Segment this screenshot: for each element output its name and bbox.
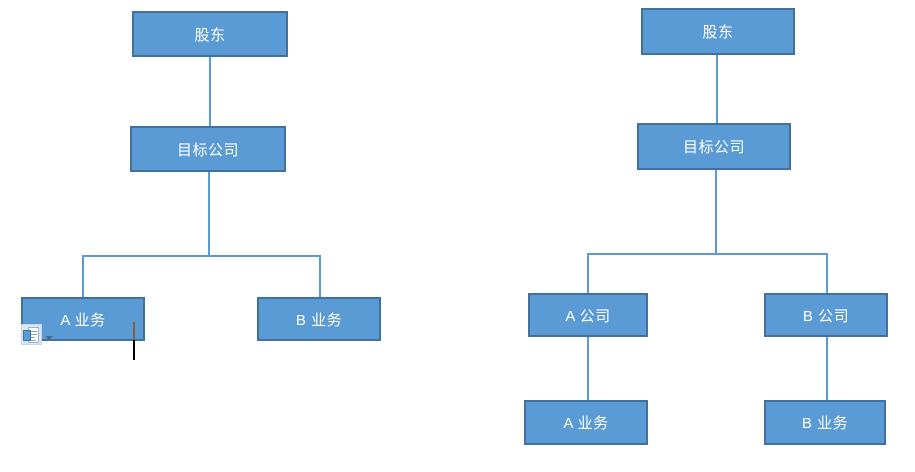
paste-options-tag[interactable] xyxy=(21,324,53,345)
node-shareholder[interactable]: 股东 xyxy=(641,8,795,55)
connector-branch-bar xyxy=(82,255,321,257)
node-label: 股东 xyxy=(702,24,734,41)
node-label: B 公司 xyxy=(802,307,850,325)
node-target-company[interactable]: 目标公司 xyxy=(637,123,791,170)
node-business-b[interactable]: B 业务 xyxy=(257,297,381,341)
node-label: 股东 xyxy=(194,26,226,44)
node-company-b[interactable]: B 公司 xyxy=(764,293,888,337)
connector-branch-left-drop xyxy=(587,253,589,295)
connector-branch-bar xyxy=(587,253,828,255)
connector-target-stem xyxy=(208,172,210,256)
connector-branch-right-drop xyxy=(826,253,828,295)
node-business-b[interactable]: B 业务 xyxy=(764,400,886,445)
node-label: 目标公司 xyxy=(176,141,239,159)
clipboard-paste-icon[interactable] xyxy=(21,324,42,345)
paste-clip-shape xyxy=(23,330,31,341)
connector-branch-right-drop xyxy=(319,255,321,299)
node-company-a[interactable]: A 公司 xyxy=(528,293,648,337)
connector-shareholder-to-target xyxy=(209,57,211,127)
chevron-down-icon[interactable] xyxy=(45,336,53,340)
connector-company-b-to-business-b xyxy=(826,337,828,401)
node-label: B 业务 xyxy=(295,311,343,329)
connector-company-a-to-business-a xyxy=(587,337,589,401)
node-label: 目标公司 xyxy=(682,139,745,156)
node-label: A 公司 xyxy=(565,307,611,325)
node-label: B 业务 xyxy=(801,415,849,432)
connector-branch-left-drop xyxy=(82,255,84,299)
node-target-company[interactable]: 目标公司 xyxy=(130,126,286,172)
connector-target-stem xyxy=(715,170,717,254)
connector-shareholder-to-target xyxy=(716,55,718,123)
node-business-a[interactable]: A 业务 xyxy=(524,400,648,445)
node-shareholder[interactable]: 股东 xyxy=(132,11,288,57)
node-label: A 业务 xyxy=(60,311,106,329)
text-cursor-lower xyxy=(133,340,135,360)
node-label: A 业务 xyxy=(563,415,609,432)
text-cursor-upper xyxy=(133,322,135,340)
